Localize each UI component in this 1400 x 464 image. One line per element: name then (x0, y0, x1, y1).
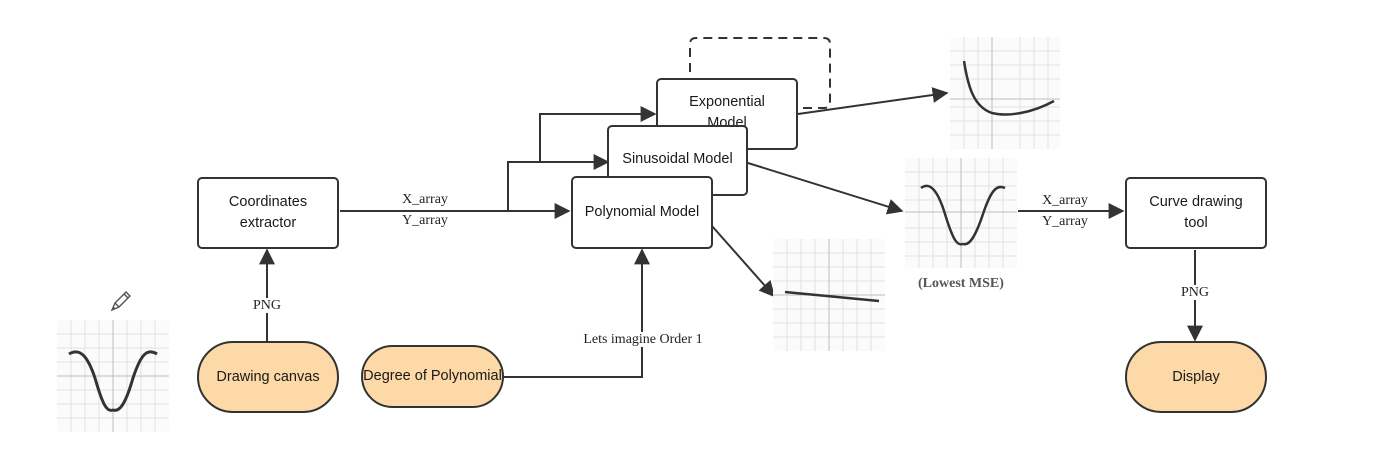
coordinates-extractor-node[interactable]: Coordinates extractor (197, 177, 339, 249)
edge-label-y-array-in: Y_array (402, 213, 448, 228)
edge-label-x-array-out: X_array (1042, 193, 1088, 208)
exponential-fit-thumbnail (950, 37, 1060, 149)
edge-polynomial-to-thumb (711, 225, 776, 298)
display-node[interactable]: Display (1125, 341, 1267, 413)
edge-degree-to-polynomial (504, 248, 650, 378)
edge-exponential-to-thumb (797, 87, 949, 115)
edge-label-y-array-out: Y_array (1042, 214, 1088, 229)
display-label: Display (1172, 368, 1220, 385)
drawing-canvas-node[interactable]: Drawing canvas (197, 341, 339, 413)
curve-drawing-tool-node[interactable]: Curve drawing tool (1125, 177, 1267, 249)
drawing-canvas-label: Drawing canvas (216, 368, 320, 385)
dashed-loop-box (689, 37, 831, 109)
edge-label-png-canvas: PNG (250, 298, 283, 313)
edge-branch-to-exponential (539, 106, 657, 162)
pencil-icon (110, 291, 131, 312)
edge-branch-to-sinusoidal (507, 154, 610, 211)
curve-drawing-tool-label-line2: tool (1184, 215, 1208, 231)
coordinates-extractor-label-line2: extractor (239, 215, 297, 231)
input-sketch-thumbnail (57, 320, 169, 432)
degree-of-polynomial-label-line2: Polynomial (430, 368, 502, 384)
degree-of-polynomial-label-line1: Degree of (363, 368, 427, 384)
polynomial-model-node[interactable]: Polynomial Model (571, 176, 713, 249)
sinusoidal-model-label: Sinusoidal Model (622, 151, 733, 167)
edge-sinusoidal-to-thumb (747, 162, 904, 215)
exponential-model-label-line1: Exponential (689, 94, 765, 110)
edge-label-order-hint: Lets imagine Order 1 (581, 332, 705, 347)
coordinates-extractor-label-line1: Coordinates (228, 194, 308, 210)
lowest-mse-caption: (Lowest MSE) (918, 276, 1004, 291)
sinusoidal-fit-thumbnail (905, 158, 1017, 268)
curve-drawing-tool-label-line1: Curve drawing (1149, 194, 1243, 210)
polynomial-model-label: Polynomial Model (584, 204, 700, 220)
degree-of-polynomial-node[interactable]: Degree of Polynomial (361, 345, 504, 408)
edge-label-png-output: PNG (1178, 285, 1211, 300)
polynomial-fit-thumbnail (773, 239, 885, 351)
edge-label-x-array-in: X_array (402, 192, 448, 207)
